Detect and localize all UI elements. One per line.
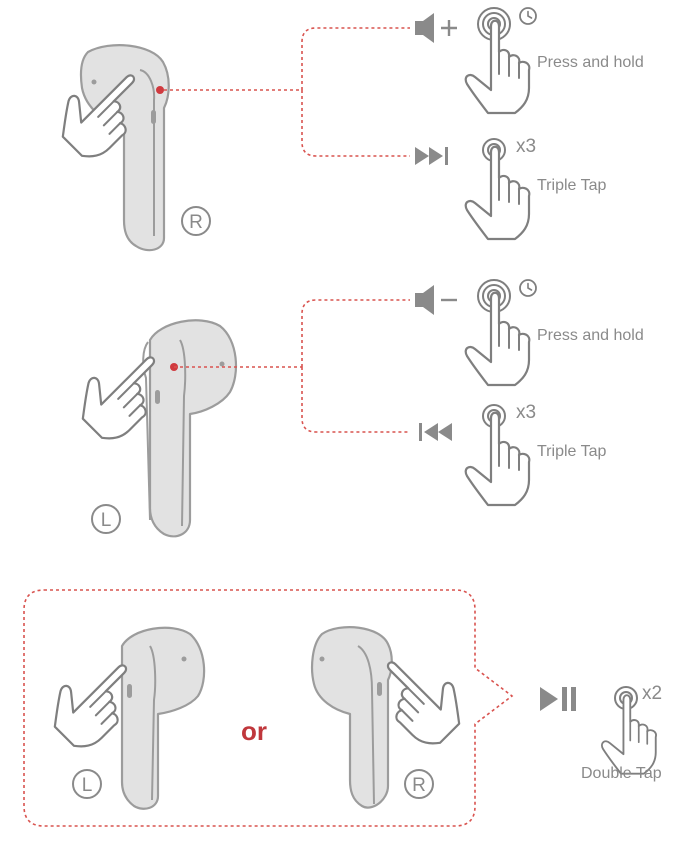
svg-text:R: R bbox=[189, 212, 203, 233]
touch-point-right bbox=[156, 86, 164, 94]
or-separator: or bbox=[241, 716, 267, 746]
volume-down-icon bbox=[415, 285, 457, 315]
svg-text:R: R bbox=[412, 775, 426, 796]
press-hold-label: Press and hold bbox=[537, 54, 644, 71]
svg-text:L: L bbox=[82, 775, 93, 796]
left-earbud-illustration: L bbox=[65, 319, 237, 538]
both-earbuds-section: L or R x2 Double Tap bbox=[23, 589, 662, 827]
left-side-badge: L bbox=[72, 769, 102, 799]
left-earbud-section: L Press and hold x3 Triple Tap bbox=[65, 279, 644, 538]
volume-up-icon bbox=[415, 13, 457, 43]
connector-line-left bbox=[174, 299, 410, 433]
next-track-icon bbox=[415, 147, 448, 165]
tap-count: x3 bbox=[516, 402, 536, 423]
tap-count: x2 bbox=[642, 683, 662, 704]
play-pause-icon bbox=[540, 687, 576, 711]
right-side-badge: R bbox=[181, 206, 211, 236]
right-earbud-illustration: R bbox=[45, 44, 211, 252]
right-side-badge: R bbox=[404, 769, 434, 799]
press-hold-label: Press and hold bbox=[537, 327, 644, 344]
triple-tap-label: Triple Tap bbox=[537, 177, 606, 194]
connector-line-right bbox=[164, 27, 410, 157]
left-earbud-body bbox=[148, 319, 237, 538]
clock-icon bbox=[519, 7, 537, 25]
triple-tap-label: Triple Tap bbox=[537, 443, 606, 460]
dashed-callout-box bbox=[23, 589, 514, 827]
left-side-badge: L bbox=[91, 504, 121, 534]
double-tap-label: Double Tap bbox=[581, 765, 662, 782]
right-earbud-section: R Press and hold x3 Triple Tap bbox=[45, 7, 644, 252]
right-earbud-illustration: R bbox=[311, 626, 477, 809]
previous-track-icon bbox=[419, 423, 452, 441]
right-earbud-body bbox=[79, 44, 170, 252]
clock-icon bbox=[519, 279, 537, 297]
svg-text:L: L bbox=[101, 510, 112, 531]
left-earbud-illustration: L bbox=[37, 626, 206, 810]
tap-count: x3 bbox=[516, 136, 536, 157]
press-hold-icon bbox=[464, 7, 537, 115]
press-hold-icon bbox=[464, 279, 537, 387]
